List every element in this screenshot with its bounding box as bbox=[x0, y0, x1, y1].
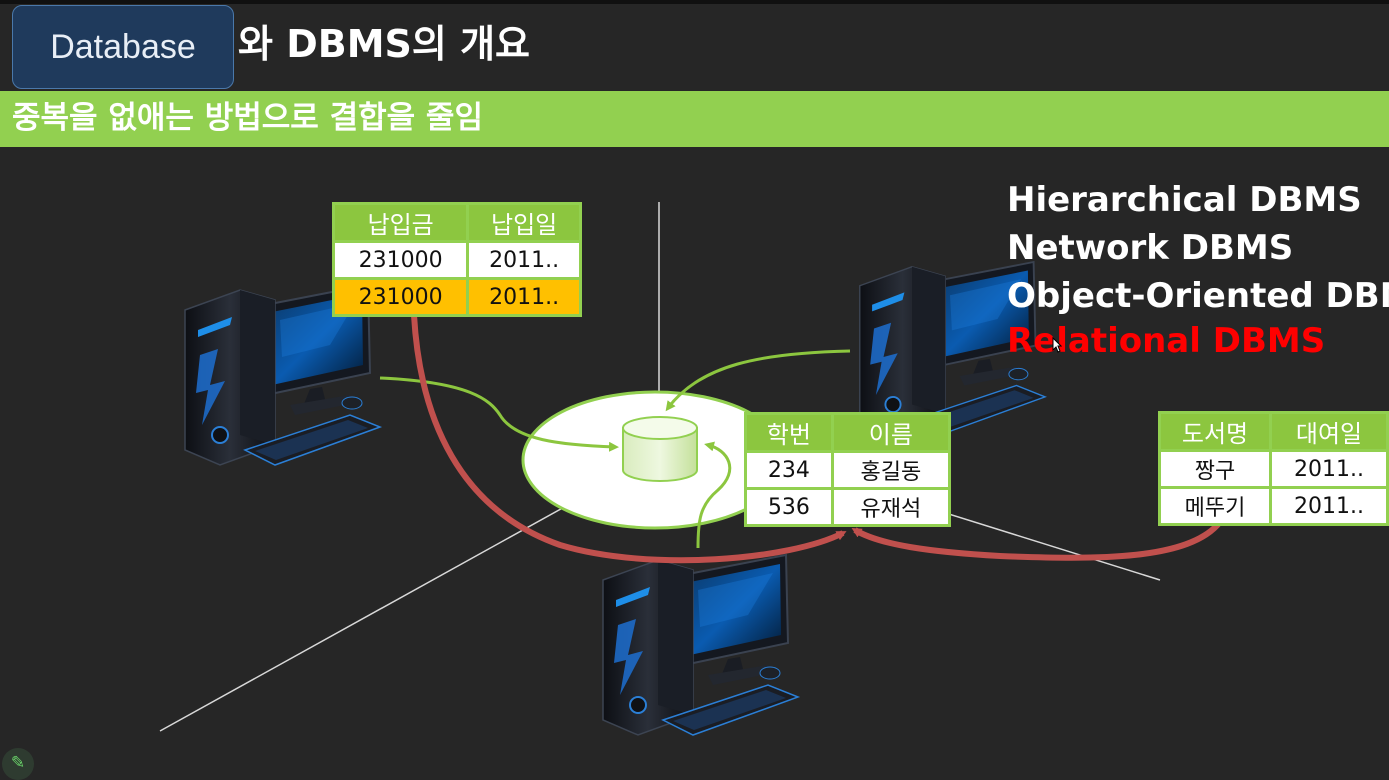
table-cell: 메뚜기 bbox=[1158, 486, 1272, 526]
table-row: 234 홍길동 bbox=[744, 450, 952, 490]
subtitle-text: 중복을 없애는 방법으로 결합을 줄임 bbox=[12, 100, 483, 136]
table-cell: 234 bbox=[744, 450, 834, 490]
table-cell: 2011.. bbox=[1269, 449, 1389, 489]
table-cell: 231000 bbox=[331, 240, 470, 280]
payment-table: 납입금 납입일 231000 2011.. 231000 2011.. bbox=[331, 202, 582, 317]
mouse-cursor-icon bbox=[1052, 337, 1062, 353]
dbms-type-item: Hierarchical DBMS bbox=[1007, 180, 1362, 220]
table-header-cell: 학번 bbox=[744, 412, 834, 453]
arrow-payment-to-student bbox=[411, 314, 847, 564]
dbms-type-item-highlighted: Relational DBMS bbox=[1007, 321, 1326, 361]
table-header-row: 도서명 대여일 bbox=[1158, 411, 1389, 452]
table-row-highlighted: 231000 2011.. bbox=[331, 277, 582, 317]
table-row: 231000 2011.. bbox=[331, 240, 582, 280]
table-cell: 536 bbox=[744, 487, 834, 527]
dbms-type-item: Network DBMS bbox=[1007, 228, 1294, 268]
dbms-types-list: Hierarchical DBMS Network DBMS Object-Or… bbox=[1007, 176, 1389, 362]
table-cell: 231000 bbox=[331, 277, 470, 317]
table-row: 메뚜기 2011.. bbox=[1158, 486, 1389, 526]
computer-bottom-icon bbox=[602, 554, 799, 736]
table-header-row: 학번 이름 bbox=[744, 412, 952, 453]
database-cylinder-icon bbox=[622, 416, 698, 482]
book-table: 도서명 대여일 짱구 2011.. 메뚜기 2011.. bbox=[1158, 411, 1389, 526]
table-header-cell: 이름 bbox=[830, 412, 952, 453]
table-header-cell: 도서명 bbox=[1158, 411, 1272, 452]
subtitle-banner: 중복을 없애는 방법으로 결합을 줄임 bbox=[0, 91, 1389, 147]
table-header-cell: 납입금 bbox=[331, 202, 470, 243]
arrow-bottom-to-db bbox=[696, 441, 732, 549]
left-axis-line bbox=[159, 504, 569, 732]
table-cell: 2011.. bbox=[466, 240, 582, 280]
slide-title: 와 DBMS의 개요 bbox=[238, 22, 530, 66]
student-table: 학번 이름 234 홍길동 536 유재석 bbox=[744, 412, 952, 527]
table-row: 536 유재석 bbox=[744, 487, 952, 527]
arrow-left-to-db bbox=[379, 376, 619, 452]
database-badge[interactable]: Database bbox=[12, 5, 234, 89]
table-cell: 짱구 bbox=[1158, 449, 1272, 489]
table-cell: 유재석 bbox=[830, 487, 952, 527]
top-edge bbox=[0, 0, 1389, 4]
table-header-cell: 대여일 bbox=[1269, 411, 1389, 452]
table-header-row: 납입금 납입일 bbox=[331, 202, 582, 243]
arrow-right-to-db bbox=[665, 349, 851, 412]
dbms-type-item: Object-Oriented DBMS bbox=[1007, 276, 1389, 316]
table-cell: 2011.. bbox=[466, 277, 582, 317]
table-header-cell: 납입일 bbox=[466, 202, 582, 243]
arrow-book-to-student bbox=[851, 520, 1223, 561]
table-cell: 2011.. bbox=[1269, 486, 1389, 526]
table-cell: 홍길동 bbox=[830, 450, 952, 490]
pen-icon[interactable]: ✎ bbox=[2, 748, 34, 780]
table-row: 짱구 2011.. bbox=[1158, 449, 1389, 489]
